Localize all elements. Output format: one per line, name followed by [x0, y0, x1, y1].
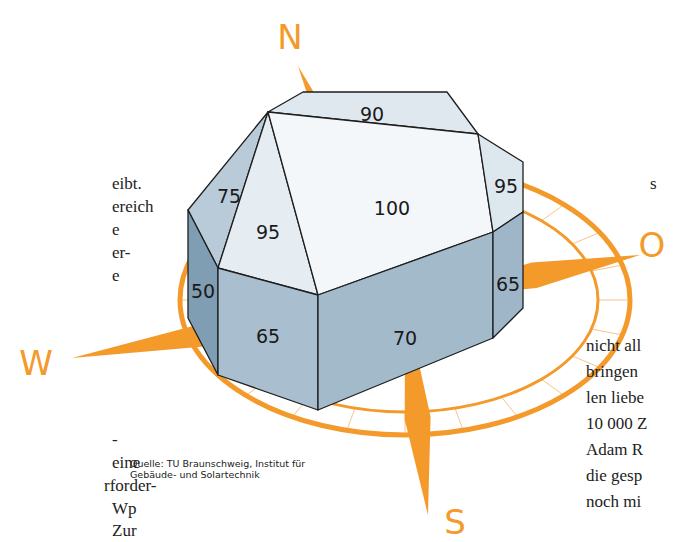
yield-percent: 50 — [191, 282, 215, 301]
roof-face: 65 — [493, 212, 523, 338]
article-text: e — [112, 220, 120, 240]
roof-face: 70 — [318, 232, 493, 410]
article-text: er- — [112, 243, 131, 263]
compass-tick — [572, 233, 600, 245]
article-text: die gesp — [586, 466, 642, 486]
face-outline — [318, 232, 493, 410]
yield-percent: 95 — [256, 223, 280, 242]
compass-tick — [347, 408, 355, 430]
compass-tick — [502, 397, 518, 417]
article-text: - — [112, 430, 118, 450]
article-text: bringen — [586, 362, 638, 382]
face-outline — [493, 212, 523, 338]
compass-letter: O — [639, 226, 666, 265]
compass-letter: W — [19, 344, 53, 383]
compass-needles — [72, 66, 640, 515]
source-caption: Quelle: TU Braunschweig, Institut für Ge… — [130, 458, 340, 481]
roof-face: 65 — [218, 268, 318, 410]
article-text: ereich — [112, 197, 154, 217]
compass-tick — [591, 329, 622, 335]
yield-percent: 95 — [494, 177, 518, 196]
yield-percent: 90 — [360, 105, 384, 124]
article-text: s — [650, 174, 657, 194]
article-text: Adam R — [586, 440, 643, 460]
article-text: Wp — [112, 499, 137, 519]
yield-percent: 75 — [217, 187, 241, 206]
compass-tick — [541, 205, 564, 221]
compass-letter: N — [277, 18, 302, 57]
article-text: e — [112, 266, 120, 286]
yield-percent: 65 — [256, 327, 280, 346]
article-text: noch mi — [586, 492, 641, 512]
article-text: eibt. — [112, 174, 142, 194]
yield-percent: 100 — [374, 199, 410, 218]
article-text: 10 000 Z — [586, 414, 647, 434]
compass-tick — [455, 408, 463, 430]
face-outline — [218, 268, 318, 410]
roof-face: 50 — [188, 210, 218, 375]
compass-tick — [541, 379, 564, 395]
face-outline — [188, 210, 218, 375]
yield-percent: 70 — [393, 329, 417, 348]
compass-tick — [598, 300, 630, 301]
article-text: nicht all — [586, 336, 641, 356]
compass-letter: S — [444, 503, 466, 542]
article-text: len liebe — [586, 388, 644, 408]
article-text: Zur — [112, 521, 137, 541]
yield-percent: 65 — [496, 275, 520, 294]
face-shape — [318, 232, 493, 410]
